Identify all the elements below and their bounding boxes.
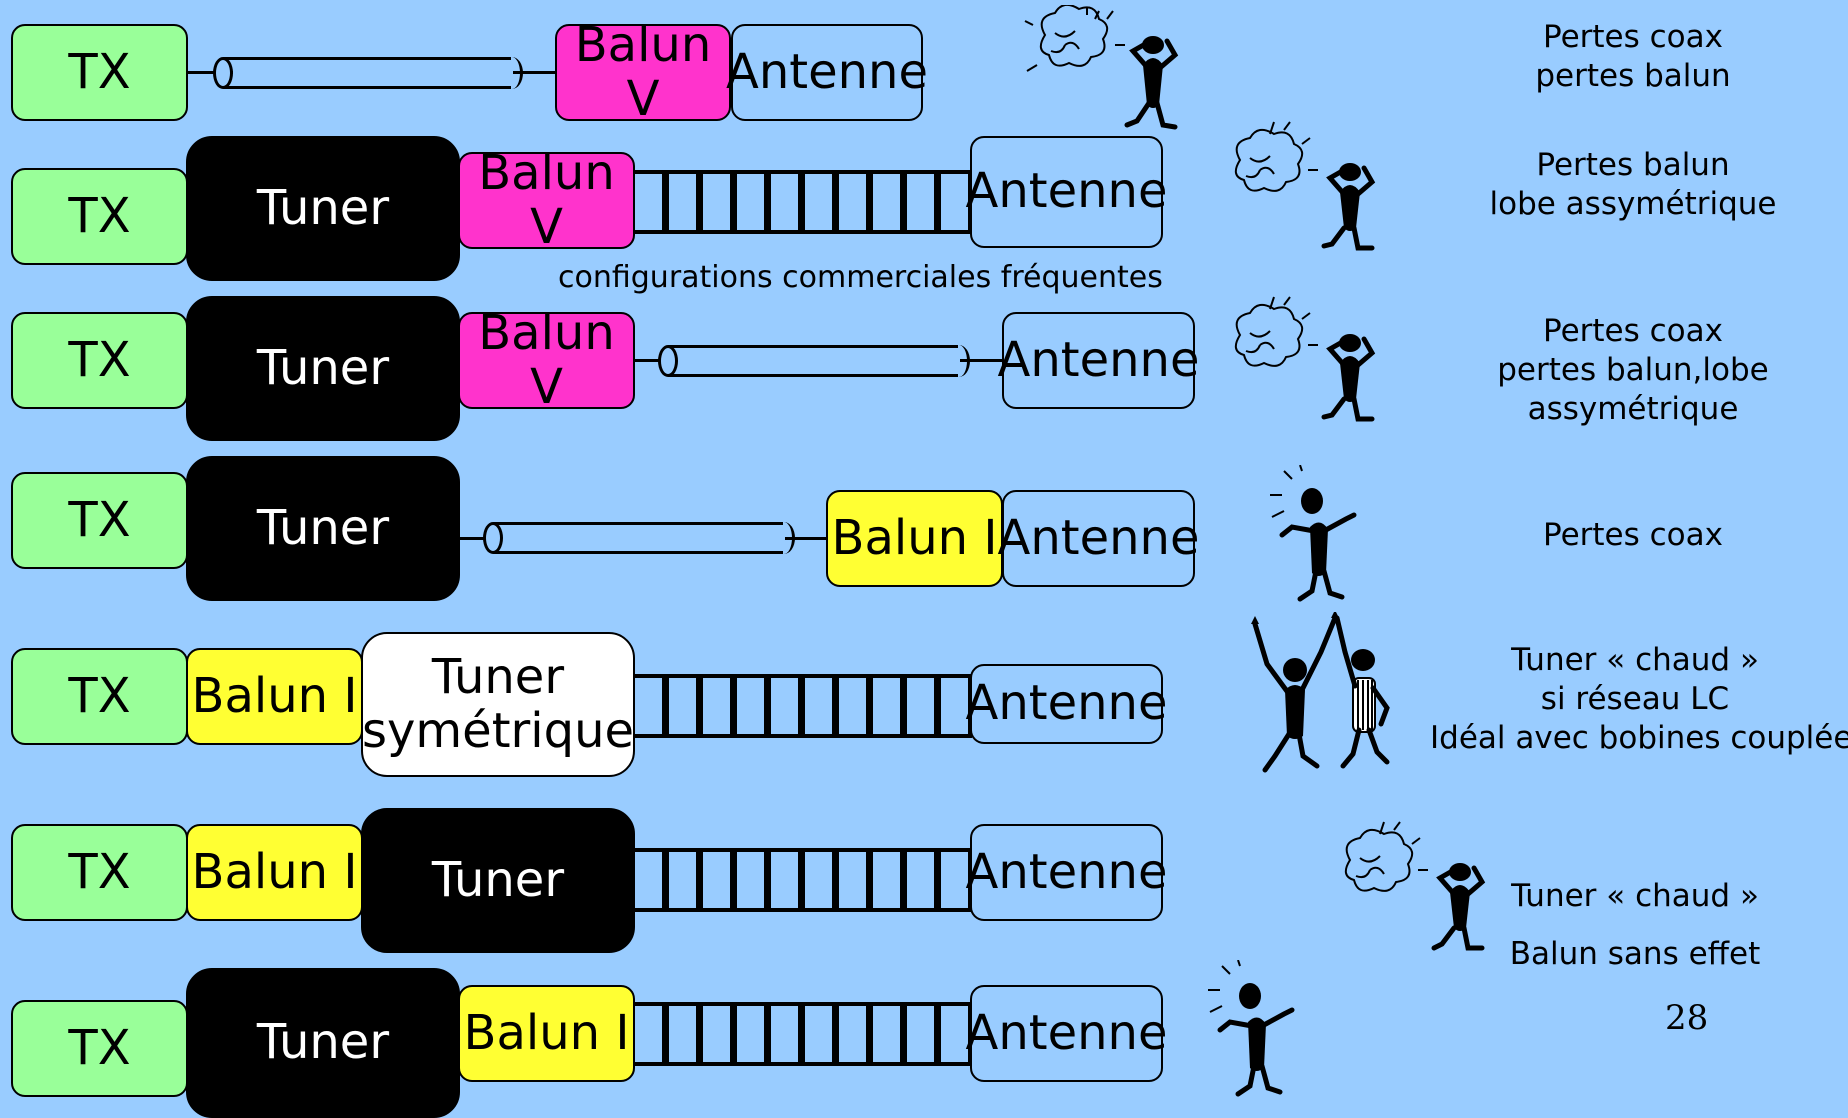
tx-block: TX — [11, 24, 188, 121]
connector-line — [513, 71, 556, 74]
tx-block: TX — [11, 168, 188, 265]
frustrated-figure-icon — [1234, 296, 1376, 422]
connector-line — [635, 359, 663, 362]
coax-cable — [213, 57, 523, 89]
tuner-block: Tuner — [186, 296, 460, 441]
balun-v-block: Balun V — [458, 146, 635, 253]
coax-cable — [483, 522, 795, 554]
antenna-block: Antenne — [726, 24, 928, 121]
frustrated-figure-icon — [1344, 821, 1486, 951]
balun-v-block: Balun V — [458, 306, 635, 413]
tuner-block: Tuner — [186, 136, 460, 281]
frustrated-figure-icon — [1234, 121, 1376, 251]
antenna-block: Antenne — [966, 136, 1168, 248]
note-row6: Tuner « chaud »Balun sans effet — [1509, 878, 1761, 972]
high-five-figures-icon — [1251, 612, 1390, 773]
tuner-block: Tuner — [361, 808, 635, 953]
tx-block: TX — [11, 1000, 188, 1097]
balun-i-block: Balun I — [826, 490, 1003, 587]
ladder-line — [635, 1002, 972, 1066]
antenna-block: Antenne — [998, 490, 1200, 587]
tx-block: TX — [11, 312, 188, 409]
ladder-line — [635, 848, 972, 912]
cheering-figure-icon — [1270, 465, 1357, 602]
tx-block: TX — [11, 472, 188, 569]
ladder-line — [635, 170, 972, 234]
antenna-block: Antenne — [966, 985, 1168, 1082]
connector-line — [460, 537, 488, 540]
balun-i-block: Balun I — [458, 985, 635, 1082]
connector-line — [188, 71, 233, 74]
antenna-block: Antenne — [966, 664, 1168, 744]
tuner-block: Tuner — [186, 456, 460, 601]
frustrated-figure-icon — [1024, 5, 1179, 130]
connector-line — [960, 359, 1002, 362]
balun-i-block: Balun I — [186, 824, 363, 921]
tx-block: TX — [11, 824, 188, 921]
antenna-block: Antenne — [998, 312, 1200, 409]
cheering-figure-icon — [1208, 960, 1295, 1097]
balun-i-block: Balun I — [186, 648, 363, 745]
antenna-block: Antenne — [966, 824, 1168, 921]
note-row4: Pertes coax — [1543, 517, 1723, 553]
page-number: 28 — [1665, 998, 1709, 1038]
tuner-block: Tuner — [186, 968, 460, 1118]
caption-text: configurations commerciales fréquentes — [558, 260, 1163, 295]
tx-block: TX — [11, 648, 188, 745]
connector-line — [785, 537, 828, 540]
balun-v-block: Balun V — [555, 18, 731, 125]
ladder-line — [635, 674, 972, 738]
coax-cable — [658, 345, 970, 377]
